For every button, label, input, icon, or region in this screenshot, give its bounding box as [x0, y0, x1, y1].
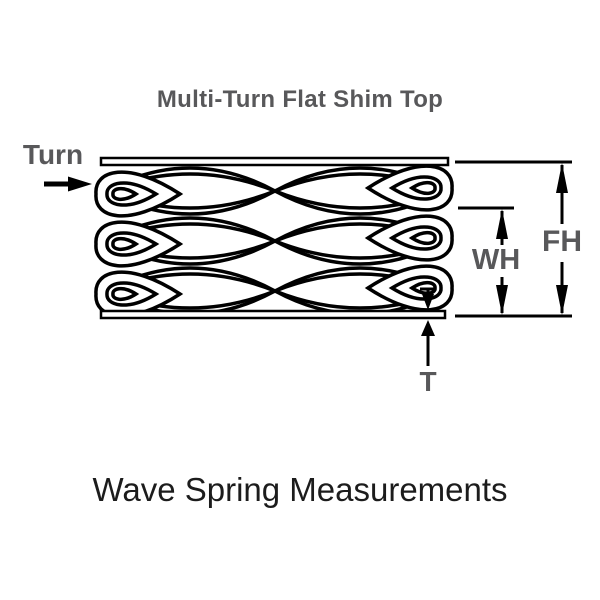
diagram-title: Multi-Turn Flat Shim Top [156, 86, 444, 113]
figure-caption: Wave Spring Measurements [92, 471, 508, 508]
wave-height-label: WH [471, 244, 521, 276]
top-flat-shim [99, 156, 450, 167]
fh-dimension [455, 160, 572, 318]
t-dimension [420, 287, 436, 366]
thickness-label: T [419, 366, 437, 397]
free-height-label: FH [542, 225, 582, 258]
wh-dimension [458, 206, 514, 315]
left-end-loops [94, 170, 184, 318]
turn-label: Turn [22, 139, 84, 170]
turn-arrow-icon [44, 176, 92, 192]
right-end-loops [364, 164, 454, 312]
bottom-flat-shim [99, 309, 447, 320]
